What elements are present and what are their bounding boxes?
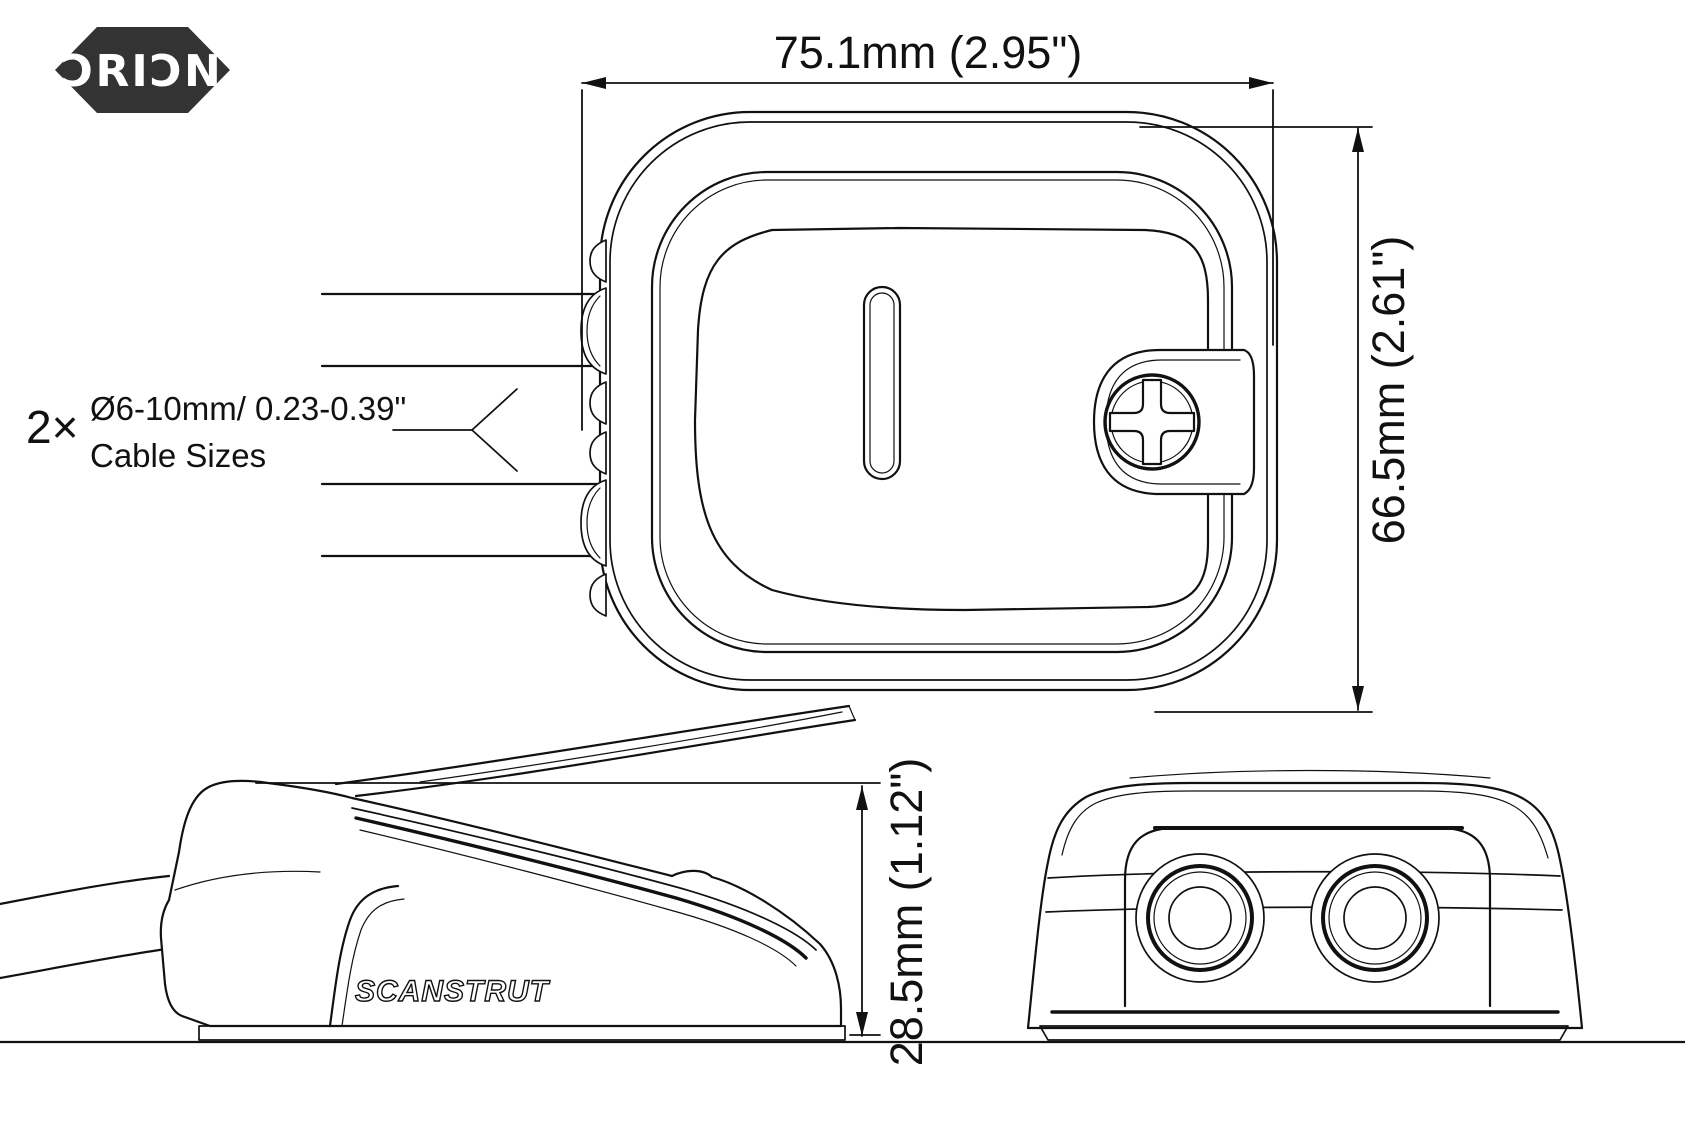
port-hole — [1168, 886, 1232, 950]
boot-detail — [586, 295, 601, 367]
scanstrut-logo-text: SCANSTRUT — [355, 975, 551, 1008]
base-plate — [1039, 1025, 1569, 1041]
rear-body-inner — [1061, 790, 1549, 859]
front-panel-curve — [328, 884, 400, 1028]
cable-port-left — [1135, 853, 1265, 983]
leader-arm — [471, 429, 518, 472]
rear-body-outline — [1026, 781, 1584, 1030]
latch-tab — [1092, 348, 1256, 496]
leader-fork — [392, 388, 518, 472]
arrowhead-bottom — [856, 1012, 868, 1036]
rear-view — [1026, 769, 1584, 1041]
cable-qty-label: 2× — [26, 401, 78, 453]
side-view: SCANSTRUT — [0, 704, 857, 1041]
seam-line — [1045, 906, 1563, 913]
port-outer-ring — [1135, 853, 1265, 983]
width-dimension-label: 75.1mm (2.95") — [774, 27, 1083, 78]
depth-dimension-label: 28.5mm (1.12") — [881, 758, 932, 1067]
port-gland-nut — [1321, 864, 1429, 972]
port-ring — [1153, 871, 1247, 965]
boot-detail — [586, 487, 601, 559]
hump-shoulder — [174, 870, 321, 891]
dimension-width: 75.1mm (2.95") — [581, 27, 1274, 431]
cable-size-label: Ø6-10mm/ 0.23-0.39" — [90, 390, 406, 427]
dimension-height: 66.5mm (2.61") — [1139, 126, 1414, 713]
door-slot — [862, 285, 902, 481]
boot — [589, 239, 607, 283]
top-lip-arc — [1129, 769, 1491, 779]
arrowhead-top — [856, 786, 868, 810]
orion-logo-hexagon — [55, 27, 230, 113]
port-ring — [1328, 871, 1422, 965]
ridge-trim-bold — [354, 816, 808, 960]
cable-line — [334, 704, 851, 786]
port-hole — [1343, 886, 1407, 950]
cable-size-caption: Cable Sizes — [90, 437, 266, 474]
cables-top-view — [320, 292, 642, 558]
cover-lip — [609, 121, 1268, 681]
arrowhead-bottom — [1352, 686, 1364, 710]
seam-line — [1047, 870, 1561, 879]
slot-inner — [869, 292, 895, 474]
cable-line — [354, 718, 857, 798]
screw-head — [1103, 373, 1201, 471]
cable-size-callout: 2× Ø6-10mm/ 0.23-0.39" Cable Sizes — [26, 388, 518, 474]
cable-port-right — [1310, 853, 1440, 983]
boot — [589, 431, 607, 475]
dimension-depth: 28.5mm (1.12") — [255, 758, 932, 1067]
arrowhead-right — [1249, 77, 1273, 89]
cable-line-left — [0, 946, 175, 980]
ridge-trim — [351, 807, 817, 951]
orion-logo: ƆRIƆN — [55, 27, 230, 113]
height-dimension-label: 66.5mm (2.61") — [1363, 236, 1414, 545]
cable-end — [848, 705, 856, 721]
leader-arm — [471, 388, 518, 431]
cable-line-left — [0, 874, 171, 906]
ridge-trim — [359, 829, 797, 967]
door-panel — [693, 226, 1210, 612]
orion-logo-text: ƆRIƆN — [61, 46, 223, 97]
port-outer-ring — [1310, 853, 1440, 983]
arrowhead-left — [582, 77, 606, 89]
boot — [580, 287, 607, 375]
port-gland-nut — [1146, 864, 1254, 972]
cable-line — [419, 711, 843, 783]
top-view — [320, 110, 1279, 692]
cable-boots — [580, 239, 607, 617]
slot-outline — [862, 285, 902, 481]
boot — [589, 381, 607, 425]
boot — [580, 479, 607, 567]
front-panel-curve-inner — [341, 898, 405, 1027]
phillips-cross-icon — [1108, 378, 1196, 466]
phillips-screw — [1103, 373, 1201, 471]
boot — [589, 573, 607, 617]
side-body-outline — [159, 779, 843, 1028]
cable-over-ramp — [334, 704, 857, 798]
base-plate — [198, 1025, 846, 1041]
arrowhead-top — [1352, 128, 1364, 152]
